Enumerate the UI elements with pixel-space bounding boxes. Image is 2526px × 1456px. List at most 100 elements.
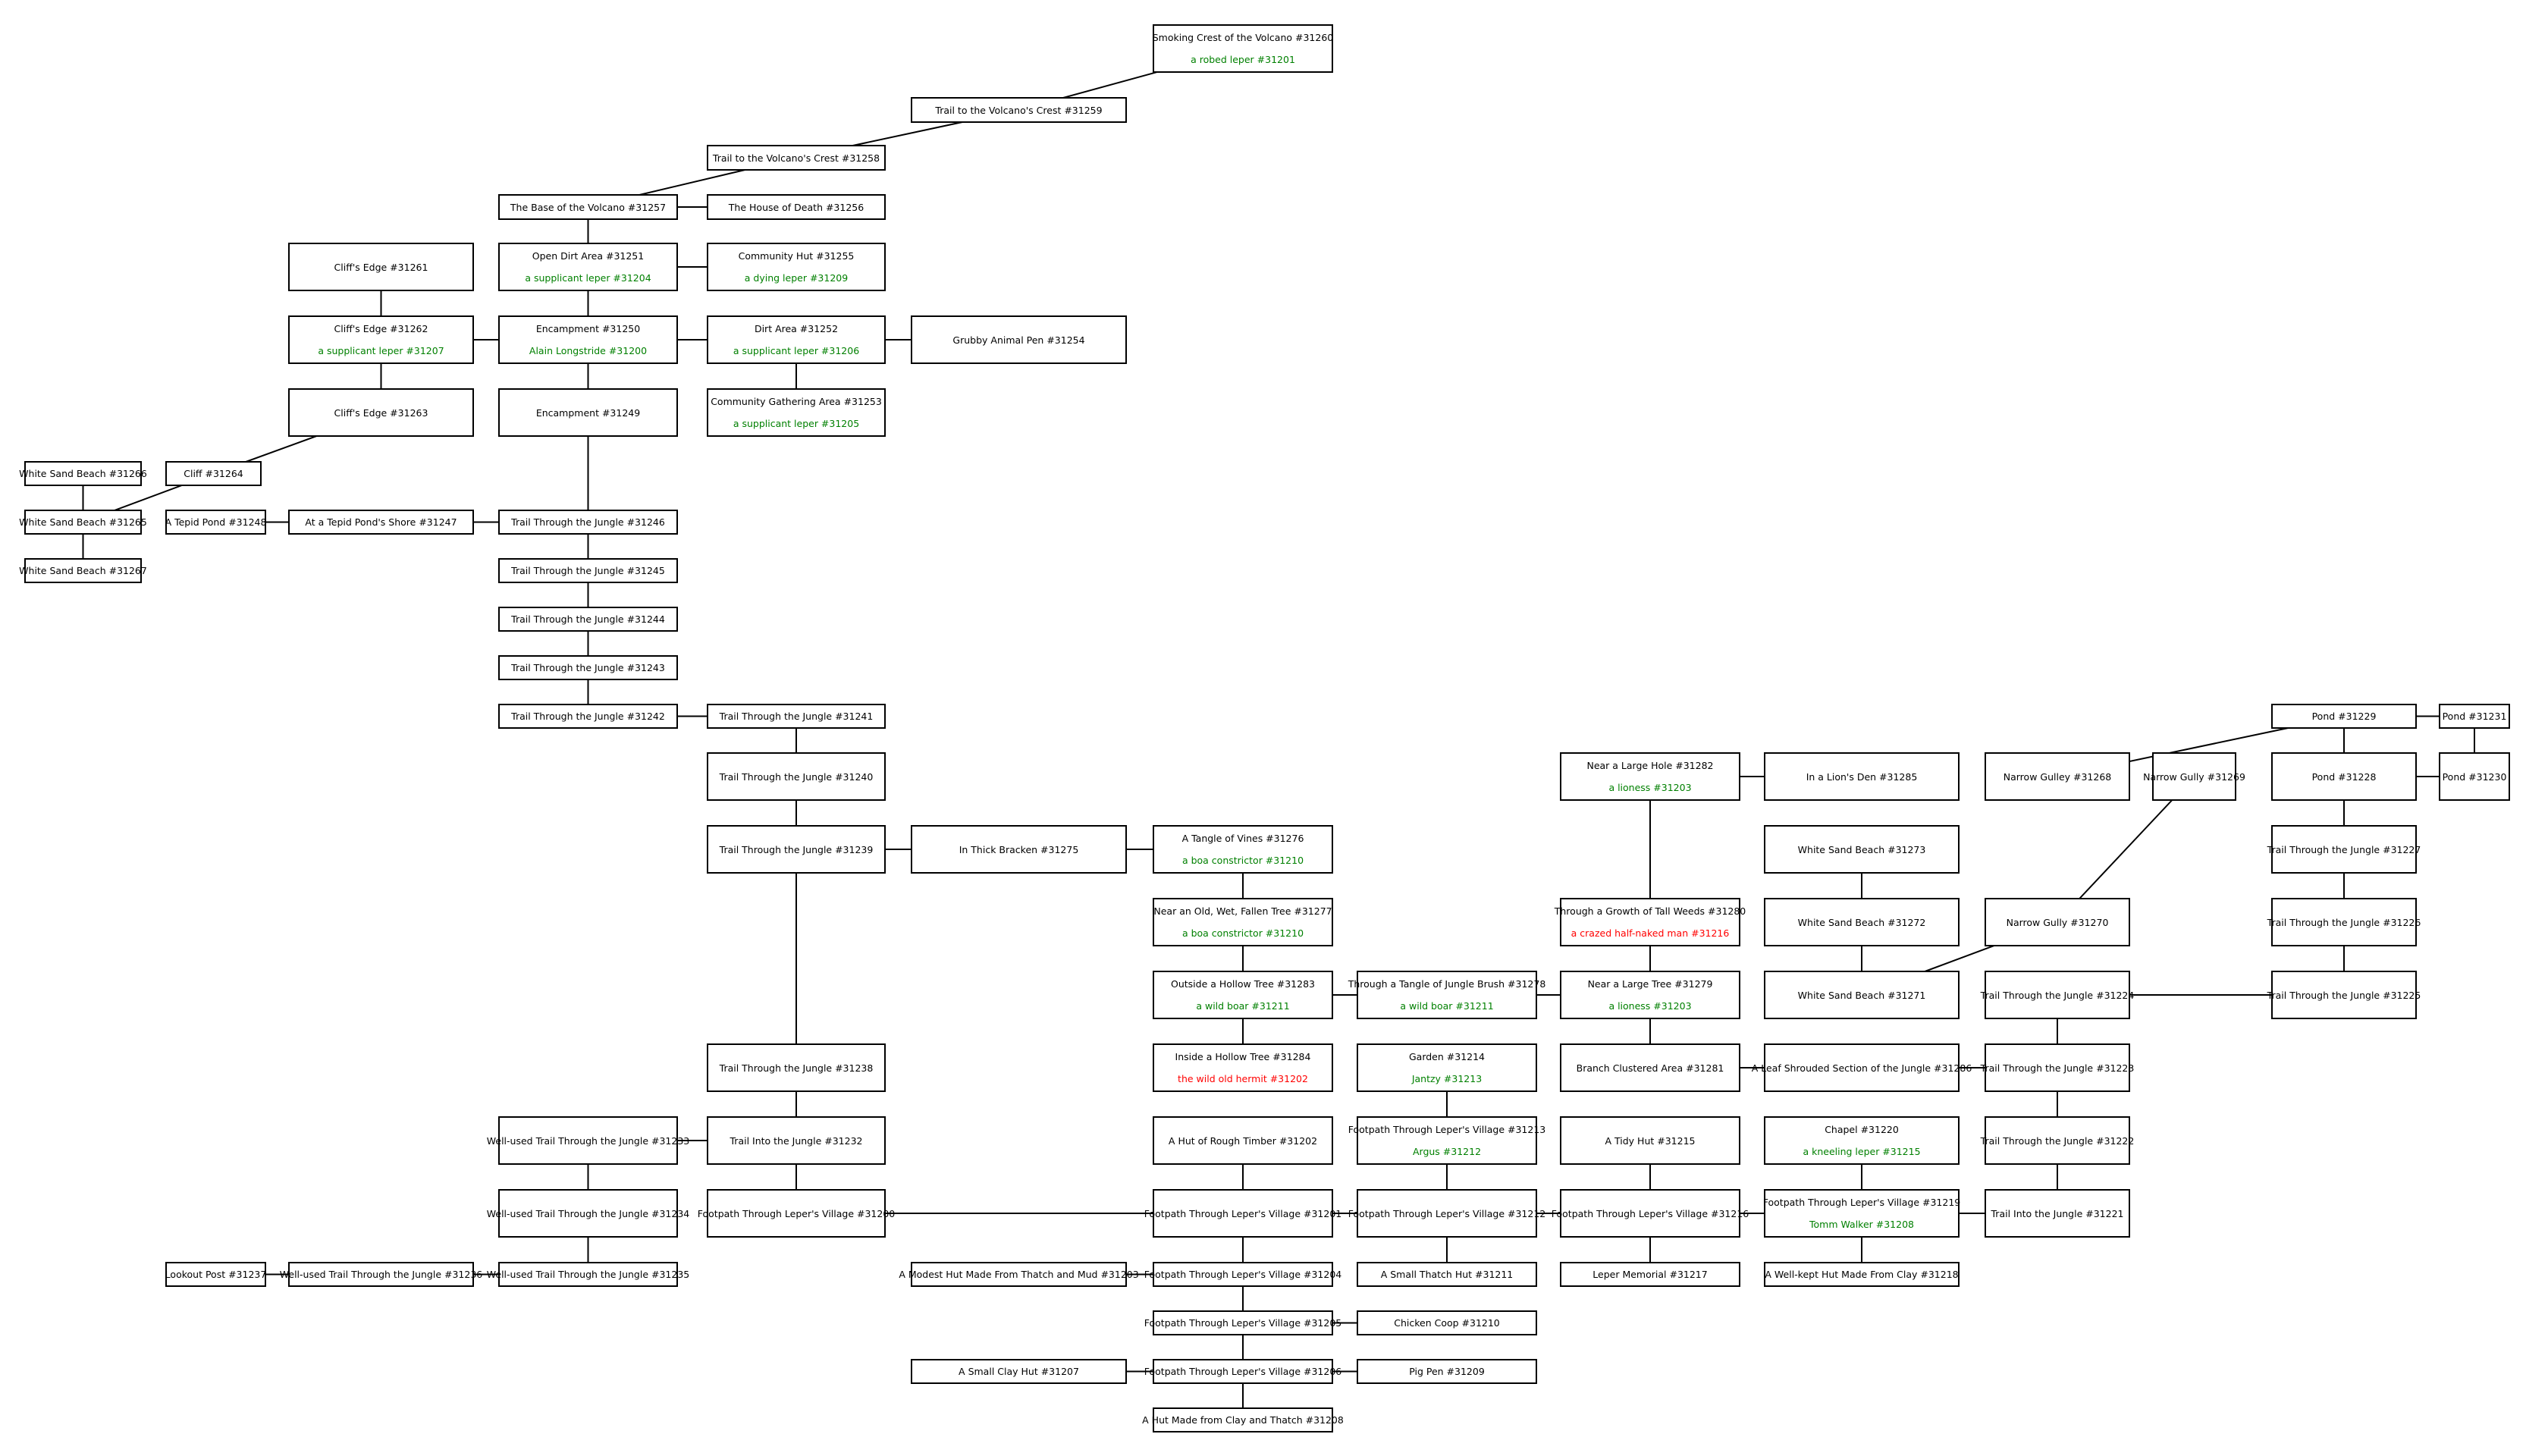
room-31233[interactable]: Well-used Trail Through the Jungle #3123…	[487, 1116, 689, 1165]
room-31211[interactable]: A Small Thatch Hut #31211	[1357, 1262, 1537, 1287]
room-31275[interactable]: In Thick Bracken #31275	[911, 825, 1127, 874]
room-31285[interactable]: In a Lion's Den #31285	[1764, 752, 1960, 801]
room-mob: a kneeling leper #31215	[1803, 1146, 1921, 1157]
room-title: Pond #31229	[2311, 711, 2377, 722]
room-31235[interactable]: Well-used Trail Through the Jungle #3123…	[487, 1262, 689, 1287]
room-title: Trail Through the Jungle #31223	[1980, 1062, 2135, 1074]
room-31222[interactable]: Trail Through the Jungle #31222	[1981, 1116, 2134, 1165]
room-title: Cliff's Edge #31262	[334, 323, 428, 334]
room-31212[interactable]: Footpath Through Leper's Village #31212	[1348, 1189, 1545, 1238]
room-31261[interactable]: Cliff's Edge #31261	[288, 243, 474, 291]
room-mob: the wild old hermit #31202	[1178, 1073, 1308, 1084]
room-31236[interactable]: Well-used Trail Through the Jungle #3123…	[280, 1262, 482, 1287]
room-31226[interactable]: Trail Through the Jungle #31226	[2267, 898, 2421, 946]
room-31247[interactable]: At a Tepid Pond's Shore #31247	[288, 510, 474, 535]
room-title: A Small Clay Hut #31207	[959, 1366, 1079, 1377]
room-31232[interactable]: Trail Into the Jungle #31232	[707, 1116, 886, 1165]
room-31225[interactable]: Trail Through the Jungle #31225	[2267, 971, 2421, 1019]
room-31257[interactable]: The Base of the Volcano #31257	[498, 194, 678, 220]
room-31284[interactable]: Inside a Hollow Tree #31284 the wild old …	[1153, 1043, 1333, 1092]
room-31242[interactable]: Trail Through the Jungle #31242	[498, 704, 678, 729]
room-31244[interactable]: Trail Through the Jungle #31244	[498, 607, 678, 632]
room-31202[interactable]: A Hut of Rough Timber #31202	[1153, 1116, 1333, 1165]
room-31237[interactable]: Lookout Post #31237	[165, 1262, 266, 1287]
room-31221[interactable]: Trail Into the Jungle #31221	[1985, 1189, 2130, 1238]
room-31243[interactable]: Trail Through the Jungle #31243	[498, 655, 678, 680]
room-31234[interactable]: Well-used Trail Through the Jungle #3123…	[487, 1189, 689, 1238]
room-title: Inside a Hollow Tree #31284	[1175, 1051, 1311, 1062]
room-31256[interactable]: The House of Death #31256	[707, 194, 886, 220]
room-31271[interactable]: White Sand Beach #31271	[1764, 971, 1960, 1019]
room-31245[interactable]: Trail Through the Jungle #31245	[498, 558, 678, 583]
room-31228[interactable]: Pond #31228	[2271, 752, 2417, 801]
room-31207[interactable]: A Small Clay Hut #31207	[911, 1359, 1127, 1384]
room-31269[interactable]: Narrow Gully #31269	[2143, 752, 2245, 801]
room-31273[interactable]: White Sand Beach #31273	[1764, 825, 1960, 874]
room-31223[interactable]: Trail Through the Jungle #31223	[1981, 1043, 2134, 1092]
room-31224[interactable]: Trail Through the Jungle #31224	[1981, 971, 2134, 1019]
room-31286[interactable]: A Leaf Shrouded Section of the Jungle #3…	[1752, 1043, 1972, 1092]
room-31208[interactable]: A Hut Made from Clay and Thatch #31208	[1142, 1407, 1344, 1432]
room-title: A Tepid Pond #31248	[165, 516, 267, 528]
room-31218[interactable]: A Well-kept Hut Made From Clay #31218	[1764, 1262, 1960, 1287]
room-31249[interactable]: Encampment #31249	[498, 388, 678, 437]
room-31263[interactable]: Cliff's Edge #31263	[288, 388, 474, 437]
room-31267[interactable]: White Sand Beach #31267	[19, 558, 147, 583]
room-31259[interactable]: Trail to the Volcano's Crest #31259	[911, 97, 1127, 123]
room-31265[interactable]: White Sand Beach #31265	[19, 510, 147, 535]
room-31268[interactable]: Narrow Gulley #31268	[1985, 752, 2130, 801]
room-31205[interactable]: Footpath Through Leper's Village #31205	[1144, 1310, 1341, 1335]
room-31201[interactable]: Footpath Through Leper's Village #31201	[1144, 1189, 1341, 1238]
room-31246[interactable]: Trail Through the Jungle #31246	[498, 510, 678, 535]
room-31231[interactable]: Pond #31231	[2439, 704, 2510, 729]
room-31215[interactable]: A Tidy Hut #31215	[1560, 1116, 1740, 1165]
room-31209[interactable]: Pig Pen #31209	[1357, 1359, 1537, 1384]
room-31203[interactable]: A Modest Hut Made From Thatch and Mud #3…	[899, 1262, 1139, 1287]
room-31227[interactable]: Trail Through the Jungle #31227	[2267, 825, 2421, 874]
room-31254[interactable]: Grubby Animal Pen #31254	[911, 315, 1127, 364]
room-31272[interactable]: White Sand Beach #31272	[1764, 898, 1960, 946]
room-31264[interactable]: Cliff #31264	[165, 461, 262, 486]
room-31240[interactable]: Trail Through the Jungle #31240	[707, 752, 886, 801]
room-31270[interactable]: Narrow Gully #31270	[1985, 898, 2130, 946]
room-31210[interactable]: Chicken Coop #31210	[1357, 1310, 1537, 1335]
room-31239[interactable]: Trail Through the Jungle #31239	[707, 825, 886, 874]
room-title: Footpath Through Leper's Village #31219	[1762, 1197, 1961, 1208]
room-31281[interactable]: Branch Clustered Area #31281	[1560, 1043, 1740, 1092]
room-31206[interactable]: Footpath Through Leper's Village #31206	[1144, 1359, 1341, 1384]
room-31258[interactable]: Trail to the Volcano's Crest #31258	[707, 145, 886, 171]
room-mob: a lioness #31203	[1608, 1000, 1692, 1012]
room-title: In a Lion's Den #31285	[1806, 770, 1918, 783]
room-31217[interactable]: Leper Memorial #31217	[1560, 1262, 1740, 1287]
room-31200[interactable]: Footpath Through Leper's Village #31200	[698, 1189, 895, 1238]
room-31204[interactable]: Footpath Through Leper's Village #31204	[1144, 1262, 1341, 1287]
room-31229[interactable]: Pond #31229	[2271, 704, 2417, 729]
room-31230[interactable]: Pond #31230	[2439, 752, 2510, 801]
room-title: White Sand Beach #31271	[1797, 989, 1926, 1001]
room-31241[interactable]: Trail Through the Jungle #31241	[707, 704, 886, 729]
room-31266[interactable]: White Sand Beach #31266	[19, 461, 147, 486]
room-31216[interactable]: Footpath Through Leper's Village #31216	[1552, 1189, 1749, 1238]
room-title: Trail Through the Jungle #31227	[2267, 843, 2421, 855]
room-31248[interactable]: A Tepid Pond #31248	[165, 510, 266, 535]
room-31238[interactable]: Trail Through the Jungle #31238	[707, 1043, 886, 1092]
